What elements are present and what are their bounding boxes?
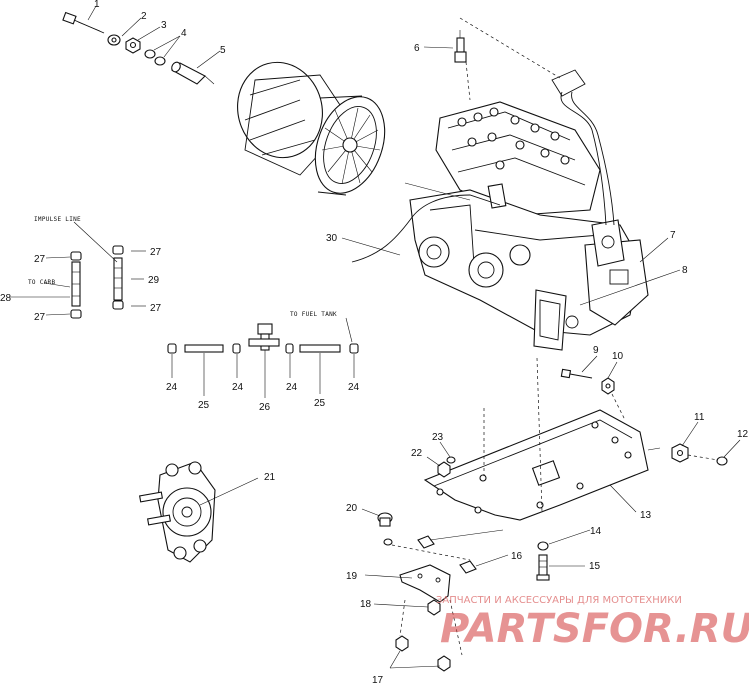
spark-plug-part-6 (454, 30, 467, 63)
callout-12: 12 (737, 429, 749, 440)
washer-part-14 (537, 541, 549, 551)
carb-hose-28 (71, 261, 81, 307)
bolt-part-9 (560, 368, 593, 379)
spark-plug-wire (551, 69, 615, 226)
bracket-part-19 (399, 564, 451, 603)
engine-mount-plate-part-13 (423, 409, 649, 521)
callout-27b: 27 (150, 247, 162, 258)
fuel-line-parts (167, 323, 359, 358)
bolt-part-15 (536, 554, 550, 581)
callout-28: 28 (0, 293, 12, 304)
nut-part-18 (427, 599, 441, 616)
callout-7: 7 (670, 230, 676, 241)
callout-19: 19 (346, 571, 358, 582)
callout-10: 10 (612, 351, 624, 362)
callout-2: 2 (141, 11, 147, 22)
callout-4: 4 (181, 28, 187, 39)
callout-5: 5 (220, 45, 226, 56)
callout-25a: 25 (198, 400, 210, 411)
bushing-part-20 (377, 512, 393, 546)
spacer-part-5 (171, 61, 215, 85)
callout-29: 29 (148, 275, 160, 286)
callout-11: 11 (694, 412, 705, 423)
callout-27a: 27 (34, 254, 46, 265)
washer-part-23 (446, 456, 456, 464)
callout-13: 13 (640, 510, 652, 521)
callout-16: 16 (511, 551, 523, 562)
callout-9: 9 (593, 345, 599, 356)
bushing-part-4 (144, 49, 166, 66)
drive-clutch (237, 61, 386, 196)
callout-27d: 27 (150, 303, 162, 314)
callout-3: 3 (161, 20, 167, 31)
callout-20: 20 (346, 503, 358, 514)
nut-part-11 (671, 443, 689, 463)
callout-24a: 24 (166, 382, 178, 393)
impulse-line-note: IMPULSE LINE (34, 216, 81, 223)
callout-17: 17 (372, 675, 384, 684)
clip-part-16 (417, 535, 477, 574)
fuel-pump-part-21 (139, 461, 216, 563)
watermark-brand: PARTSFOR.RU (440, 606, 749, 652)
callout-23: 23 (432, 432, 444, 443)
hose-clamp-part-27 (70, 245, 124, 319)
washer-part-12 (716, 456, 728, 466)
to-fuel-tank-note: TO FUEL TANK (290, 311, 337, 318)
callout-24d: 24 (348, 382, 360, 393)
callout-25b: 25 (314, 398, 326, 409)
nut-part-3 (125, 37, 141, 54)
watermark-tagline: ЗАПЧАСТИ И АКСЕССУАРЫ ДЛЯ МОТОТЕХНИКИ (436, 595, 682, 606)
impulse-line-hose-29 (113, 257, 123, 301)
nut-part-22 (437, 461, 451, 478)
callout-30: 30 (326, 233, 338, 244)
callout-21: 21 (264, 472, 276, 483)
callout-24b: 24 (232, 382, 244, 393)
callout-26: 26 (259, 402, 271, 413)
callout-24c: 24 (286, 382, 298, 393)
bolt-part-1 (62, 11, 105, 34)
callout-22: 22 (411, 448, 423, 459)
callout-1: 1 (94, 0, 100, 10)
callout-8: 8 (682, 265, 688, 276)
bolt-part-17 (395, 635, 451, 672)
washer-part-2 (107, 34, 121, 46)
to-carb-note: TO CARB (28, 279, 55, 286)
callout-27c: 27 (34, 312, 46, 323)
engine-block (409, 101, 649, 351)
nut-part-10 (601, 377, 615, 395)
callout-14: 14 (590, 526, 602, 537)
callout-15: 15 (589, 561, 601, 572)
callout-6: 6 (414, 43, 420, 54)
callout-18: 18 (360, 599, 372, 610)
